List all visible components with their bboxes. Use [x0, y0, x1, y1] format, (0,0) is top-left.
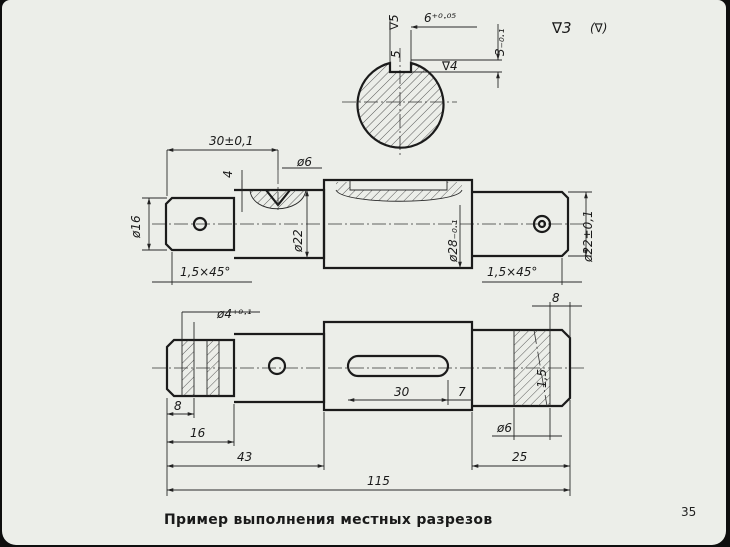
section-depth-side-label: 3₋₀.₁: [493, 28, 507, 56]
dim-d4: ø4⁺⁰·¹: [216, 307, 252, 321]
dim-43: 43: [237, 450, 252, 464]
shaft-front-view: ø4⁺⁰·¹ 8 30 7 1,5 8 16 43 ø6 25 115: [152, 291, 587, 496]
dim-d16: ø16: [129, 215, 143, 239]
dim-7: 7: [458, 385, 466, 399]
dim-115: 115: [367, 474, 390, 488]
chamfer-right: 1,5×45°: [487, 265, 537, 279]
general-roughness: ∇3: [551, 19, 572, 37]
section-roughness-top: ∇5: [387, 14, 401, 31]
dim-8-left: 8: [174, 399, 182, 413]
dim-d6-top: ø6: [296, 155, 312, 169]
key-width-label: 5: [389, 50, 403, 58]
dim-8-right: 8: [552, 291, 560, 305]
dim-16: 16: [190, 426, 206, 440]
other-roughness: (∇): [590, 21, 607, 35]
dim-30-slot: 30: [394, 385, 410, 399]
dim-15: 1,5: [535, 369, 549, 388]
dim-4: 4: [221, 170, 235, 178]
shaft-top-view: 30±0,1 4 ø6 ø16 ø22 ø28₋₀.₁ ø22±0,1 1,5×…: [129, 134, 595, 285]
section-depth-label: 6⁺⁰·⁰⁵: [424, 11, 456, 25]
page-number: 35: [681, 505, 697, 519]
dim-d28: ø28₋₀.₁: [446, 219, 460, 263]
cross-section-view: 6⁺⁰·⁰⁵ ∇5 5 3₋₀.₁ ∇4: [342, 11, 507, 158]
chamfer-left: 1,5×45°: [180, 265, 230, 279]
dim-d22: ø22: [291, 229, 305, 253]
dim-d6-bottom: ø6: [496, 421, 512, 435]
drawing-caption: Пример выполнения местных разрезов: [164, 512, 493, 528]
dim-30-tol: 30±0,1: [209, 134, 253, 148]
dim-d22-tol: ø22±0,1: [581, 210, 595, 263]
section-roughness-flat: ∇4: [441, 59, 458, 73]
dim-25: 25: [512, 450, 527, 464]
